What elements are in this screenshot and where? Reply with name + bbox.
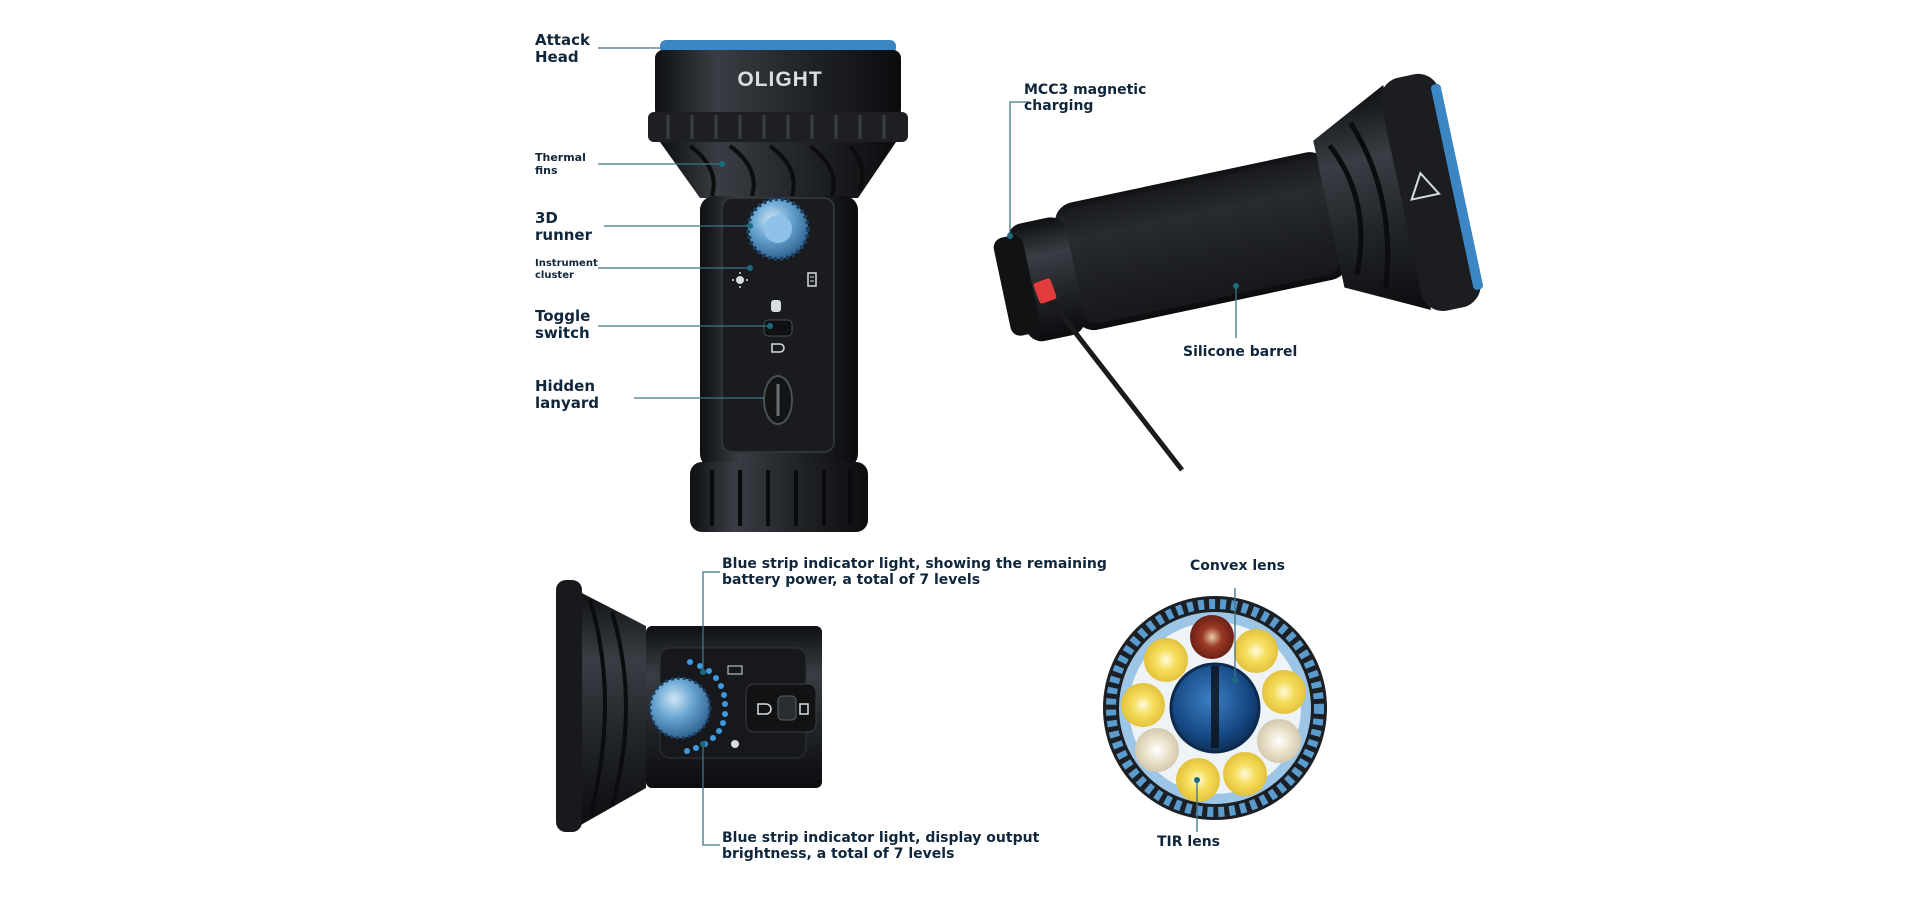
label-thermal-fins: Thermal fins — [535, 151, 586, 177]
sun-icon-small — [731, 740, 739, 748]
label-attack-head: Attack Head — [535, 31, 590, 67]
led-white — [1135, 728, 1179, 772]
led-yellow — [1234, 629, 1278, 673]
battery-icon-small — [727, 665, 743, 675]
horizontal-runner-knob — [650, 678, 710, 738]
led-yellow — [1144, 638, 1188, 682]
warning-triangle-icon — [1410, 171, 1441, 201]
label-instrument-cluster: Instrument cluster — [535, 258, 598, 281]
olight-logo: OLIGHT — [737, 68, 823, 91]
lens-bezel-teeth — [1106, 599, 1324, 817]
flashlight-front-view — [648, 40, 908, 532]
horizontal-bezel — [556, 580, 582, 832]
label-hidden-lanyard: Hidden lanyard — [535, 377, 599, 413]
tail-cap — [690, 462, 868, 532]
side-tail-end — [993, 235, 1041, 336]
headlight-icon — [771, 343, 785, 353]
label-brightness-indicator: Blue strip indicator light, display outp… — [722, 830, 1040, 863]
brightness-indicator-dots — [684, 711, 728, 754]
led-red — [1190, 615, 1234, 659]
label-mcc3-charging: MCC3 magnetic charging — [1024, 82, 1147, 115]
lens-front-view — [1103, 596, 1327, 820]
label-tir-lens: TIR lens — [1157, 834, 1221, 850]
led-yellow — [1121, 683, 1165, 727]
thermal-fin-section — [660, 142, 896, 198]
label-silicone-barrel: Silicone barrel — [1183, 344, 1298, 360]
led-white — [1257, 719, 1301, 763]
side-head-bezel — [1380, 73, 1481, 312]
label-battery-indicator: Blue strip indicator light, showing the … — [722, 556, 1107, 589]
label-convex-lens: Convex lens — [1190, 558, 1285, 574]
led-yellow — [1262, 670, 1306, 714]
leader-lines — [598, 47, 1239, 846]
horizontal-head — [572, 588, 646, 830]
sun-icon — [732, 272, 748, 288]
hand-icon — [771, 300, 781, 312]
side-head-flare — [1313, 84, 1432, 310]
battery-indicator-dots — [687, 659, 728, 707]
flashlight-top-view — [556, 580, 822, 832]
led-yellow — [1223, 752, 1267, 796]
charging-connector — [1033, 278, 1057, 304]
flashlight-side-view — [993, 73, 1483, 472]
head-ring — [648, 112, 908, 142]
head-cup — [655, 50, 901, 118]
label-3d-runner: 3D runner — [535, 209, 593, 245]
label-toggle-switch: Toggle switch — [535, 307, 591, 343]
battery-icon — [807, 272, 817, 287]
charging-cable — [1048, 298, 1184, 472]
